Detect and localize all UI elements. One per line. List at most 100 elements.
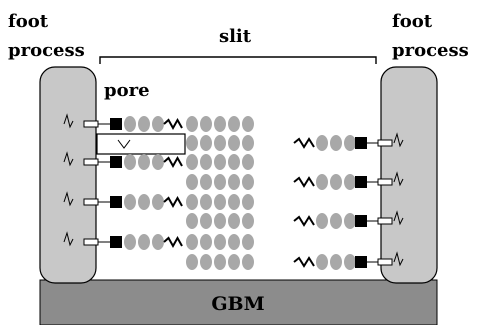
right-strand-bead bbox=[330, 174, 342, 190]
right-linker bbox=[377, 217, 393, 225]
left-strand-link bbox=[163, 195, 183, 209]
right-strand-link bbox=[293, 256, 315, 268]
pore-label: pore bbox=[104, 80, 150, 101]
foot-process-left-label-line2: process bbox=[8, 40, 85, 61]
foot-process-right bbox=[380, 66, 438, 284]
central-bead bbox=[214, 135, 226, 151]
left-anchor-wiggle bbox=[63, 151, 74, 167]
right-anchor-block bbox=[355, 256, 367, 268]
central-bead bbox=[242, 154, 254, 170]
central-bead bbox=[200, 116, 212, 132]
left-strand-bead bbox=[152, 154, 164, 170]
central-bead bbox=[242, 174, 254, 190]
gbm-layer bbox=[39, 279, 438, 325]
left-strand-bead bbox=[152, 234, 164, 250]
central-bead bbox=[200, 154, 212, 170]
left-strand-bead bbox=[152, 116, 164, 132]
right-anchor-block bbox=[355, 215, 367, 227]
right-strand-bead bbox=[344, 213, 356, 229]
central-bead bbox=[186, 194, 198, 210]
right-anchor-wiggle bbox=[393, 171, 404, 187]
pore-box bbox=[96, 133, 186, 155]
central-bead bbox=[186, 135, 198, 151]
central-bead bbox=[228, 234, 240, 250]
right-strand-bead bbox=[344, 254, 356, 270]
right-linker bbox=[377, 139, 393, 147]
central-bead bbox=[228, 174, 240, 190]
central-bead bbox=[186, 116, 198, 132]
central-bead bbox=[214, 213, 226, 229]
right-strand-link bbox=[293, 215, 315, 227]
central-bead bbox=[186, 254, 198, 270]
central-bead bbox=[200, 254, 212, 270]
central-bead bbox=[242, 254, 254, 270]
right-linker bbox=[377, 178, 393, 186]
left-strand-bead bbox=[124, 234, 136, 250]
pore-arrow-icon bbox=[117, 139, 131, 149]
left-anchor-wiggle bbox=[63, 191, 74, 207]
left-strand-bead bbox=[124, 194, 136, 210]
left-anchor-block bbox=[110, 196, 122, 208]
right-strand-bead bbox=[316, 174, 328, 190]
central-bead bbox=[242, 213, 254, 229]
central-bead bbox=[214, 194, 226, 210]
central-bead bbox=[228, 254, 240, 270]
molecule-group bbox=[63, 113, 404, 270]
central-bead bbox=[200, 194, 212, 210]
central-bead bbox=[214, 174, 226, 190]
central-bead bbox=[214, 234, 226, 250]
left-strand-bead bbox=[138, 154, 150, 170]
central-bead bbox=[186, 174, 198, 190]
central-bead bbox=[200, 174, 212, 190]
left-linker bbox=[83, 120, 99, 128]
central-bead bbox=[242, 194, 254, 210]
central-bead bbox=[186, 154, 198, 170]
left-anchor-block bbox=[110, 236, 122, 248]
central-bead bbox=[228, 194, 240, 210]
right-strand-bead bbox=[330, 213, 342, 229]
central-bead bbox=[214, 154, 226, 170]
right-anchor-block bbox=[355, 176, 367, 188]
right-anchor-block bbox=[355, 137, 367, 149]
right-linker bbox=[377, 258, 393, 266]
left-linker bbox=[83, 238, 99, 246]
central-bead bbox=[242, 135, 254, 151]
slit-bracket bbox=[99, 56, 377, 64]
left-linker bbox=[83, 198, 99, 206]
right-strand-bead bbox=[330, 135, 342, 151]
left-strand-bead bbox=[138, 116, 150, 132]
central-bead bbox=[200, 213, 212, 229]
foot-process-left bbox=[39, 66, 97, 284]
central-bead bbox=[228, 135, 240, 151]
right-strand-bead bbox=[344, 135, 356, 151]
right-strand-bead bbox=[316, 213, 328, 229]
left-strand-bead bbox=[124, 116, 136, 132]
central-bead bbox=[186, 213, 198, 229]
central-bead bbox=[228, 116, 240, 132]
right-anchor-wiggle bbox=[393, 132, 404, 148]
central-bead bbox=[214, 116, 226, 132]
foot-process-right-label-line1: foot bbox=[392, 11, 433, 32]
left-anchor-block bbox=[110, 118, 122, 130]
central-bead bbox=[228, 154, 240, 170]
right-anchor-wiggle bbox=[393, 251, 404, 267]
right-strand-link bbox=[293, 176, 315, 188]
central-bead bbox=[186, 234, 198, 250]
gbm-label: GBM bbox=[211, 293, 264, 315]
left-linker bbox=[83, 158, 99, 166]
left-strand-bead bbox=[138, 194, 150, 210]
central-bead bbox=[242, 234, 254, 250]
right-strand-bead bbox=[330, 254, 342, 270]
left-strand-bead bbox=[152, 194, 164, 210]
foot-process-left-label-line1: foot bbox=[8, 11, 49, 32]
central-bead bbox=[200, 234, 212, 250]
left-anchor-wiggle bbox=[63, 231, 74, 247]
right-anchor-wiggle bbox=[393, 210, 404, 226]
central-bead bbox=[200, 135, 212, 151]
left-strand-bead bbox=[138, 234, 150, 250]
left-anchor-wiggle bbox=[63, 113, 74, 129]
left-strand-link bbox=[163, 117, 183, 131]
central-bead bbox=[214, 254, 226, 270]
